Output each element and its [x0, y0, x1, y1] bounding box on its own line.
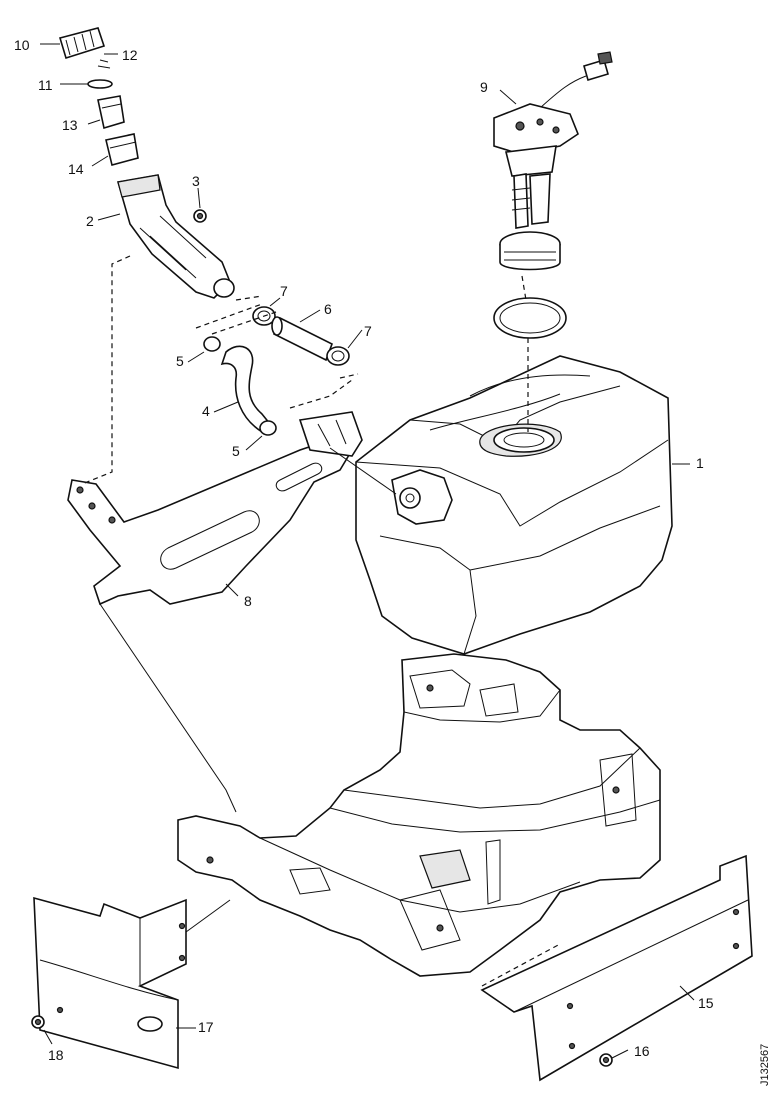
filler-insert: [97, 95, 125, 130]
callout-11: 11: [38, 77, 53, 93]
fuel-pump-sender-unit: [493, 51, 613, 271]
hose-clamp-lower: [259, 420, 277, 436]
callout-13: 13: [62, 117, 78, 133]
callout-18: 18: [48, 1047, 64, 1063]
heat-shield-left: [33, 896, 187, 1070]
mounting-bracket: [67, 411, 363, 606]
callout-14: 14: [68, 161, 84, 177]
callout-7-left: 7: [280, 283, 288, 299]
seal-ring: [87, 79, 113, 89]
screw-right: [599, 1053, 613, 1067]
filler-neck: [116, 174, 235, 299]
callout-8: 8: [244, 593, 252, 609]
heat-shield-right: [480, 854, 753, 1082]
diagram-reference-number: J132567: [759, 1044, 771, 1086]
fuel-cap: [58, 27, 106, 60]
filler-adapter: [105, 133, 139, 166]
callout-3: 3: [192, 173, 200, 189]
assembly-lines: [81, 255, 561, 987]
tether: [97, 59, 111, 69]
clamp-upper: [193, 209, 207, 223]
callout-15: 15: [698, 995, 714, 1011]
callout-9: 9: [480, 79, 488, 95]
callout-10: 10: [14, 37, 30, 53]
callout-4: 4: [202, 403, 210, 419]
connecting-hose: [271, 316, 334, 362]
chassis-frame: [177, 653, 661, 977]
callout-17: 17: [198, 1019, 214, 1035]
callout-1: 1: [696, 455, 704, 471]
leader-lines: [40, 43, 695, 1059]
callout-16: 16: [634, 1043, 650, 1059]
callout-5-upper: 5: [176, 353, 184, 369]
screw-left: [31, 1015, 45, 1029]
vent-hose: [220, 345, 272, 434]
callout-5-lower: 5: [232, 443, 240, 459]
hose-clamp-upper: [203, 336, 221, 352]
fuel-tank: [355, 355, 673, 655]
callout-2: 2: [86, 213, 94, 229]
hose-clamp-right: [326, 346, 350, 366]
callout-6: 6: [324, 301, 332, 317]
callout-12: 12: [122, 47, 138, 63]
pump-seal-ring: [493, 297, 567, 339]
callout-7-right: 7: [364, 323, 372, 339]
